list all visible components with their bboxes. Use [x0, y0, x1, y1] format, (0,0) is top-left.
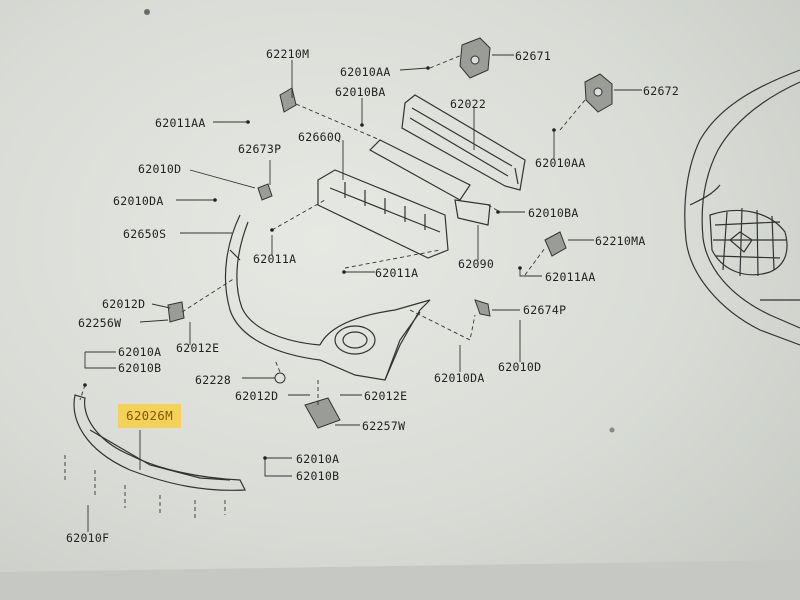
part-62671-bracket — [459, 37, 491, 79]
label-62010D-top: 62010D — [138, 162, 182, 176]
part-62026M-lower-spoiler — [64, 394, 246, 518]
part-62257W-cover — [304, 397, 341, 429]
label-62026M-highlighted: 62026M — [118, 404, 181, 428]
label-62012D-bottom: 62012D — [235, 389, 279, 403]
label-62010A-bottom: 62010A — [296, 452, 340, 466]
label-62010BA-mid: 62010BA — [528, 206, 579, 220]
part-62672-bracket — [584, 73, 613, 113]
label-62210M: 62210M — [266, 47, 310, 61]
assembly-lines — [79, 54, 586, 405]
leader-dots — [83, 66, 556, 460]
label-62010DA-bottom: 62010DA — [434, 371, 485, 385]
label-62012E-bottom: 62012E — [364, 389, 408, 403]
part-62674P-clip — [474, 299, 491, 317]
page-edge-shadow — [0, 560, 800, 600]
vehicle-front-sketch — [684, 69, 800, 346]
part-62022-bumper-reinforcement — [369, 94, 526, 226]
label-62673P: 62673P — [238, 142, 282, 156]
label-62674P: 62674P — [523, 303, 567, 317]
label-62012D: 62012D — [102, 297, 146, 311]
part-62256W-cover — [167, 301, 185, 323]
label-62010BA-top: 62010BA — [335, 85, 386, 99]
part-62660Q-energy-absorber — [317, 169, 449, 259]
label-62672: 62672 — [643, 84, 680, 98]
stain-mark — [144, 9, 150, 15]
stain-mark — [609, 427, 615, 433]
part-62210MA-clip — [544, 231, 567, 257]
label-62010B-bottom: 62010B — [296, 469, 340, 483]
label-62228: 62228 — [195, 373, 232, 387]
label-62011AA-right: 62011AA — [545, 270, 596, 284]
label-62012E-left: 62012E — [176, 341, 220, 355]
label-62671: 62671 — [515, 49, 552, 63]
label-62011AA-top: 62011AA — [155, 116, 206, 130]
part-62673P-clip — [257, 183, 273, 201]
label-62010D-bottom: 62010D — [498, 360, 542, 374]
label-62010AA-right: 62010AA — [535, 156, 586, 170]
label-62010B-top: 62010B — [118, 361, 162, 375]
label-62011A-mid: 62011A — [375, 266, 419, 280]
label-62010DA-top: 62010DA — [113, 194, 164, 208]
part-62650S-bumper-fascia — [224, 214, 431, 381]
label-62010F: 62010F — [66, 531, 110, 545]
label-62090: 62090 — [458, 257, 495, 271]
part-62210M-clip — [279, 87, 297, 113]
label-62011A-left: 62011A — [253, 252, 297, 266]
label-62010A-top: 62010A — [118, 345, 162, 359]
label-62660Q: 62660Q — [298, 130, 342, 144]
label-62650S: 62650S — [123, 227, 167, 241]
leader-lines — [84, 54, 642, 532]
label-62256W: 62256W — [78, 316, 122, 330]
label-62210MA: 62210MA — [595, 234, 646, 248]
part-62228-screw — [274, 372, 286, 384]
label-62022: 62022 — [450, 97, 487, 111]
label-62257W: 62257W — [362, 419, 406, 433]
label-62010AA-top: 62010AA — [340, 65, 391, 79]
